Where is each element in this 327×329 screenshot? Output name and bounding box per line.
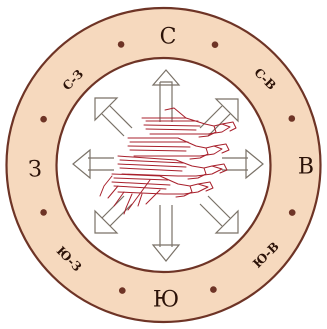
label-north: С [160,25,177,50]
ring-dot [289,115,296,122]
ring-dot [212,41,219,48]
ring-dot [119,287,126,294]
ring-dot [40,209,47,216]
ring-dot [118,41,125,48]
ring-dot [40,116,47,123]
label-south: Ю [153,288,179,313]
label-east: В [298,155,314,180]
ring-dot [289,209,296,216]
compass-ring [7,8,321,322]
label-west: З [28,158,42,183]
ring-dot [210,286,217,293]
